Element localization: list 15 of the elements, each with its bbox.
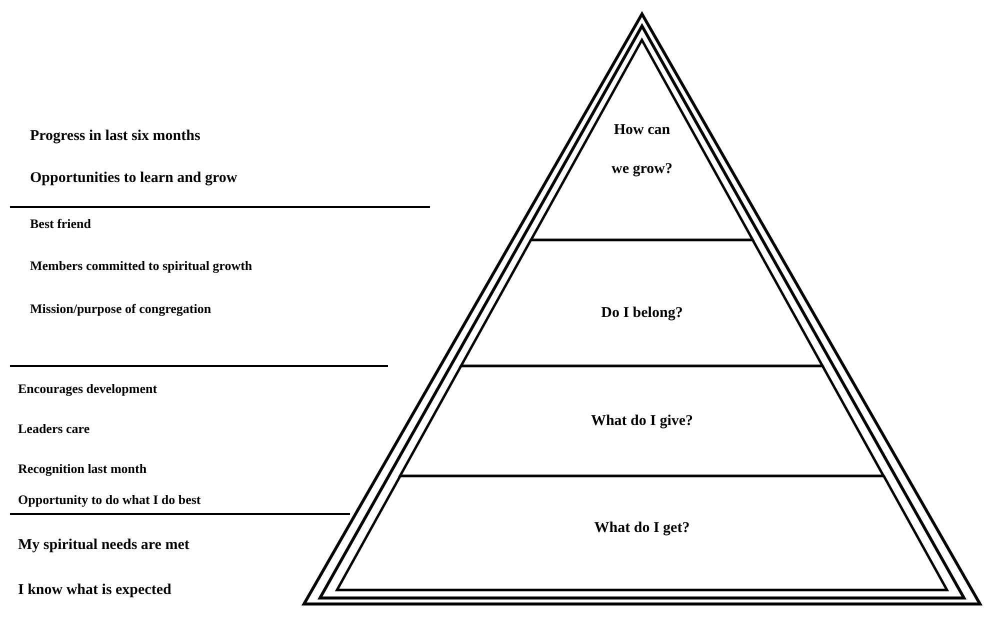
item-text: Encourages development xyxy=(18,381,158,397)
item-text: I know what is expected xyxy=(18,582,172,599)
item-text: Best friend xyxy=(30,216,92,232)
item-text: Progress in last six months xyxy=(30,128,200,145)
item-text: Mission/purpose of congregation xyxy=(30,301,212,317)
item-text: My spiritual needs are met xyxy=(18,537,190,554)
item-text: Opportunity to do what I do best xyxy=(18,492,201,508)
item-text: Members committed to spiritual growth xyxy=(30,258,252,274)
band-label: What do I get? xyxy=(593,519,691,537)
item-text: Recognition last month xyxy=(18,461,147,477)
band-label: What do I give? xyxy=(590,412,694,430)
item-text: Leaders care xyxy=(18,421,90,437)
band-label: How can we grow? xyxy=(610,121,674,179)
band-label: Do I belong? xyxy=(600,304,684,322)
item-text: Opportunities to learn and grow xyxy=(30,170,238,187)
